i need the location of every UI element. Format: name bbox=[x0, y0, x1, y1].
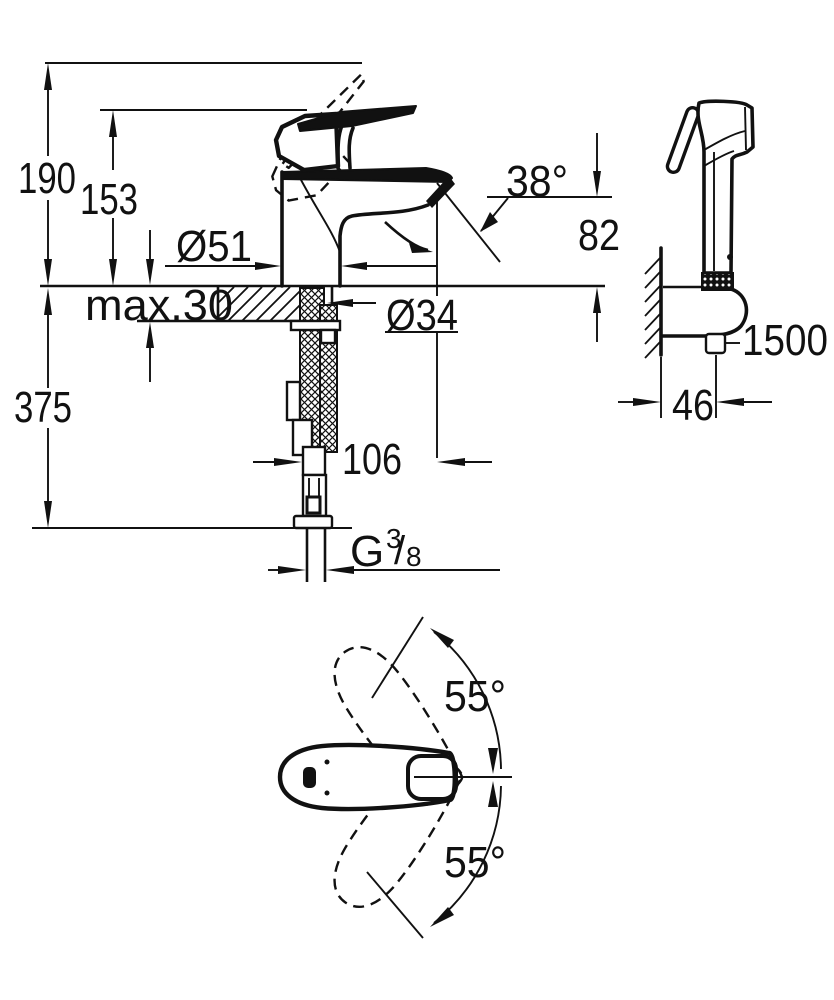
dim-label-38deg: 38° bbox=[506, 157, 568, 206]
hose-fitting bbox=[704, 332, 727, 355]
spout-outlet-face bbox=[426, 176, 455, 208]
dim-label-55-lower: 55° bbox=[444, 838, 506, 887]
dim-bracket-depth: 46 bbox=[618, 355, 772, 430]
handle-top-view: 55° 55° bbox=[280, 616, 512, 939]
front-view: 190 153 max.30 375 bbox=[14, 62, 620, 582]
dim-hose-offset: 106 bbox=[253, 435, 492, 484]
shower-hose-curve bbox=[661, 287, 749, 338]
handle-lever bbox=[297, 105, 417, 132]
hand-shower-view: 1500 46 bbox=[618, 99, 828, 430]
shower-body bbox=[696, 99, 755, 275]
faucet-body bbox=[258, 72, 455, 288]
hose-nipple bbox=[285, 380, 302, 422]
dim-hose-length: 1500 bbox=[725, 316, 828, 365]
handle-mark bbox=[303, 767, 316, 788]
hose-coupling bbox=[701, 272, 734, 291]
angle-arc-arrow bbox=[384, 221, 429, 252]
handle-neck bbox=[336, 121, 355, 170]
dim-hole-diameter: Ø34 bbox=[327, 291, 458, 340]
countertop-section bbox=[216, 286, 334, 321]
reference-lines bbox=[32, 62, 612, 529]
thread-sup: 3 bbox=[386, 523, 402, 554]
dim-label-d34: Ø34 bbox=[386, 291, 458, 340]
dim-total-height: 190 bbox=[18, 63, 76, 286]
dim-handle-height: 153 bbox=[80, 110, 138, 286]
thread-g: G bbox=[350, 527, 384, 576]
thread-slash: / bbox=[394, 529, 406, 573]
dim-depth-below: 375 bbox=[14, 288, 72, 528]
dim-label-max30: max.30 bbox=[85, 281, 233, 330]
dim-label-d51: Ø51 bbox=[176, 222, 252, 271]
dim-counter-thickness: max.30 bbox=[85, 230, 233, 382]
dim-label-106: 106 bbox=[342, 435, 402, 484]
dim-spout-angle: 38° bbox=[384, 157, 568, 263]
dim-label-190: 190 bbox=[18, 154, 76, 203]
dim-base-diameter: Ø51 bbox=[165, 222, 437, 271]
dim-spout-height: 82 bbox=[578, 133, 620, 342]
shank-and-hoses bbox=[285, 287, 342, 582]
thread-sub: 8 bbox=[406, 541, 422, 572]
connection-nut bbox=[292, 514, 334, 530]
angle-leg-lower bbox=[366, 871, 424, 939]
spout-underside bbox=[338, 203, 430, 288]
hand-shower bbox=[665, 99, 755, 291]
dim-label-82: 82 bbox=[578, 211, 620, 260]
angle-leg-upper bbox=[371, 616, 424, 699]
dim-label-375: 375 bbox=[14, 383, 72, 432]
dim-label-46: 46 bbox=[672, 381, 714, 430]
wall-section bbox=[644, 246, 663, 359]
dim-label-55-upper: 55° bbox=[444, 672, 506, 721]
dim-thread: G 3 / 8 bbox=[268, 523, 500, 576]
shower-trigger bbox=[665, 105, 701, 175]
dim-label-1500: 1500 bbox=[742, 316, 828, 365]
mounting-washer bbox=[289, 319, 342, 332]
dim-label-153: 153 bbox=[80, 175, 138, 224]
